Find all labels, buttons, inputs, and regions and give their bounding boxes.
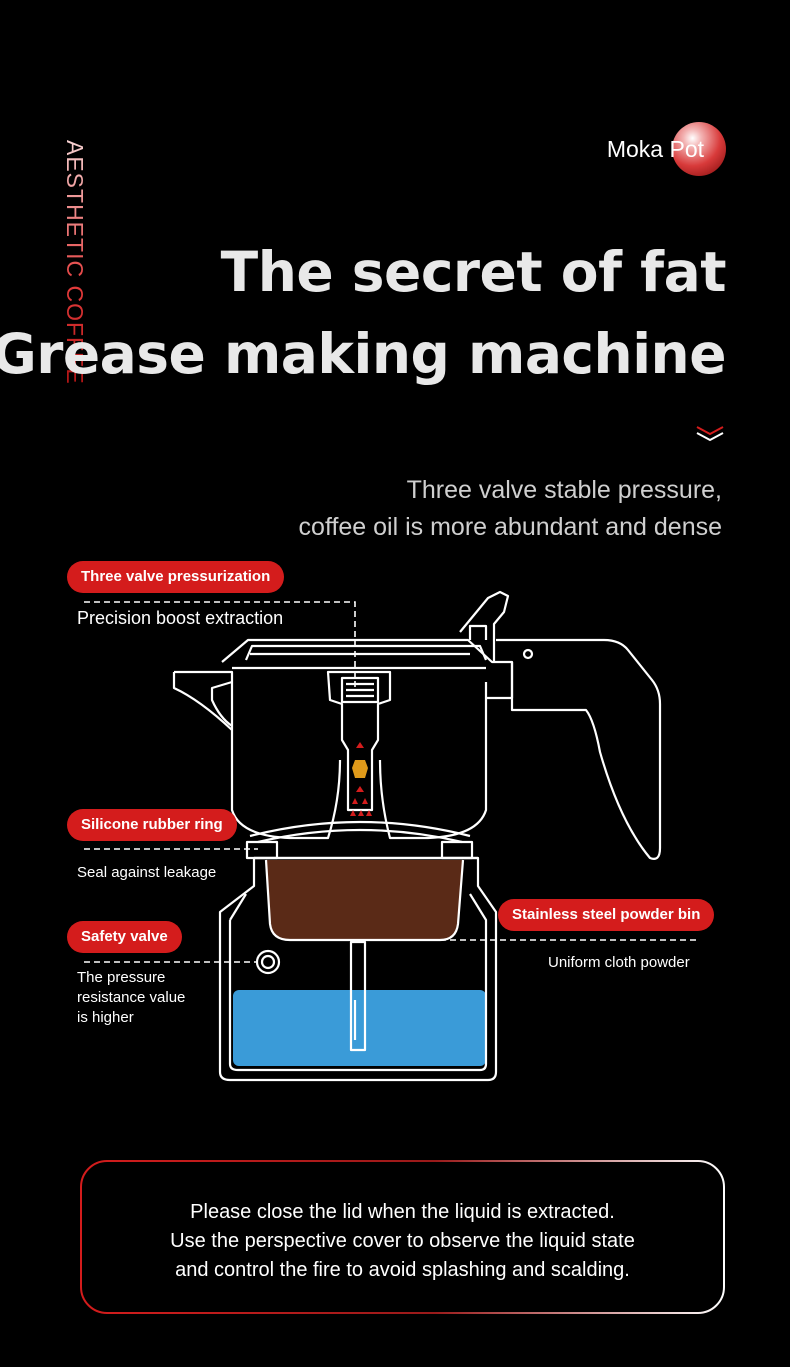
notice-line-3: and control the fire to avoid splashing … [175,1259,630,1281]
callout-powder-bin-title: Stainless steel powder bin [498,899,715,931]
coffee-grounds [266,860,463,940]
subtitle-line-2: coffee oil is more abundant and dense [298,513,722,541]
valve-icon [352,760,368,778]
brand-dot-icon [672,122,726,176]
chevron-down-icon [696,426,724,442]
callout-safety-valve-desc-1: The pressure [77,969,166,986]
notice-box: Please close the lid when the liquid is … [80,1160,725,1314]
headline-line-2: Grease making machine [0,322,727,386]
callout-safety-valve-desc-3: is higher [77,1009,134,1026]
moka-pot-diagram [84,590,700,1082]
callout-three-valve-desc: Precision boost extraction [77,608,284,628]
notice-line-2: Use the perspective cover to observe the… [170,1230,635,1252]
brand-label: Moka Pot [606,136,704,162]
brand-badge: Moka Pot [586,122,726,176]
side-label: AESTHETIC COFFEE [62,140,88,385]
water-fill [233,990,486,1066]
headline-line-1: The secret of fat [220,240,727,304]
callout-powder-bin-desc: Uniform cloth powder [548,954,690,971]
callout-safety-valve-desc-2: resistance value [77,989,186,1006]
callout-three-valve-title: Three valve pressurization [67,561,285,593]
callout-safety-valve-title: Safety valve [67,921,182,953]
callout-rubber-ring-title: Silicone rubber ring [67,809,237,841]
subtitle-line-1: Three valve stable pressure, [406,476,722,504]
callout-rubber-ring-desc: Seal against leakage [77,864,217,881]
notice-line-1: Please close the lid when the liquid is … [190,1201,615,1223]
